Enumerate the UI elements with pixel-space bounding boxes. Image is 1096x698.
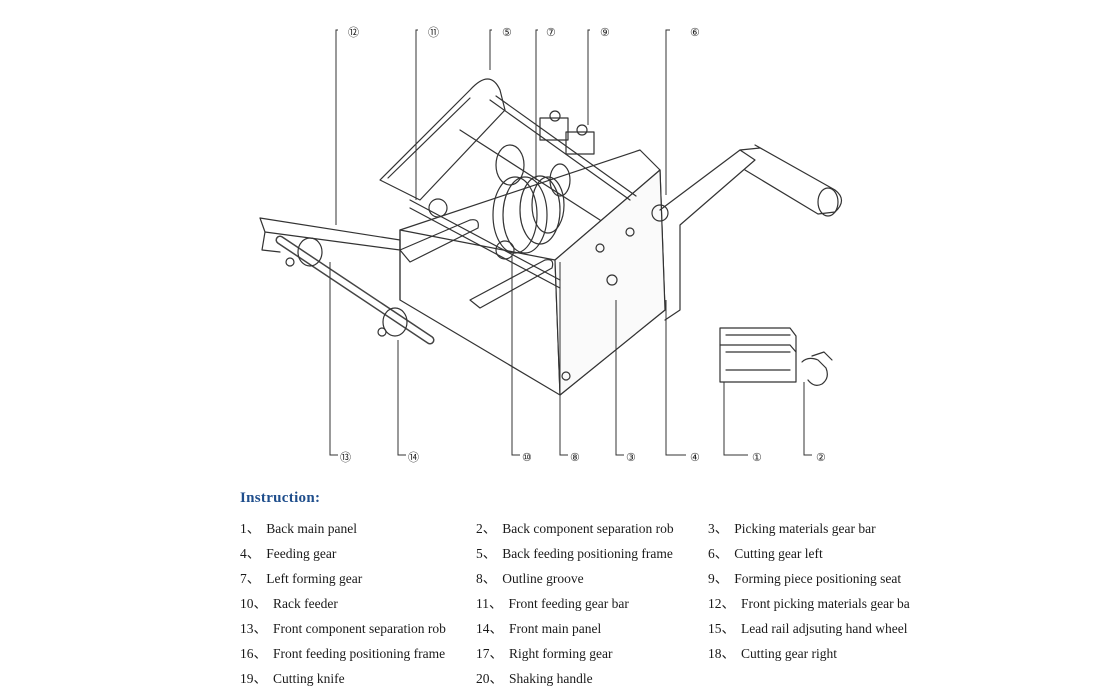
instruction-item-number: 5、 [476, 546, 497, 561]
instruction-item-text: Front feeding positioning frame [273, 646, 446, 661]
gear-cluster [492, 144, 571, 254]
cutting-knife [719, 327, 797, 383]
callout-1: ① [752, 452, 762, 464]
instruction-item-text: Lead rail adjsuting hand wheel [741, 621, 908, 636]
instruction-item: 18、 Cutting gear right [708, 646, 918, 662]
callout-2: ② [816, 452, 826, 464]
instruction-item-number: 9、 [708, 571, 729, 586]
shaking-handle [659, 149, 756, 321]
instruction-item: 7、 Left forming gear [240, 571, 362, 587]
callout-14: ⑭ [408, 451, 419, 464]
instruction-item: 20、 Shaking handle [476, 671, 593, 687]
instruction-item-text: Right forming gear [509, 646, 613, 661]
instruction-item-text: Front component separation rob [273, 621, 446, 636]
instruction-item: 3、 Picking materials gear bar [708, 521, 918, 537]
instruction-item-number: 13、 [240, 621, 267, 636]
callout-3: ③ [626, 452, 636, 464]
instruction-item: 14、 Front main panel [476, 621, 601, 637]
instruction-item-text: Shaking handle [509, 671, 593, 686]
callout-8: ⑧ [570, 452, 580, 464]
instruction-item-text: Picking materials gear bar [734, 521, 876, 536]
instruction-item-number: 15、 [708, 621, 735, 636]
callout-5: ⑤ [502, 27, 512, 39]
callout-11: ⑪ [428, 26, 439, 39]
instruction-item-text: Left forming gear [266, 571, 363, 586]
callout-12: ⑫ [348, 26, 359, 39]
instruction-item-number: 8、 [476, 571, 497, 586]
instruction-item-number: 2、 [476, 521, 497, 536]
instruction-item: 12、 Front picking materials gear ba [708, 596, 918, 612]
instruction-item-text: Back feeding positioning frame [502, 546, 673, 561]
instruction-item-text: Feeding gear [266, 546, 337, 561]
instruction-title: Instruction: [240, 490, 321, 506]
instruction-item-number: 16、 [240, 646, 267, 661]
instruction-item-text: Forming piece positioning seat [734, 571, 902, 586]
instruction-item-text: Back main panel [266, 521, 357, 536]
instruction-item-text: Rack feeder [273, 596, 338, 611]
instruction-item: 11、 Front feeding gear bar [476, 596, 629, 612]
instruction-item-number: 4、 [240, 546, 261, 561]
instruction-item-number: 3、 [708, 521, 729, 536]
instruction-item-number: 6、 [708, 546, 729, 561]
instruction-item: 8、 Outline groove [476, 571, 584, 587]
instruction-item: 4、 Feeding gear [240, 546, 336, 562]
instruction-item-number: 1、 [240, 521, 261, 536]
instruction-item: 9、 Forming piece positioning seat [708, 571, 918, 587]
callout-4: ④ [690, 452, 700, 464]
instruction-item-number: 10、 [240, 596, 267, 611]
instruction-item-text: Cutting knife [273, 671, 345, 686]
instruction-item-text: Cutting gear right [741, 646, 837, 661]
callout-9: ⑨ [600, 27, 610, 39]
instruction-item: 13、 Front component separation rob [240, 621, 446, 637]
callout-7: ⑦ [546, 27, 556, 39]
instruction-item-number: 18、 [708, 646, 735, 661]
instruction-item-number: 19、 [240, 671, 267, 686]
instruction-item: 15、 Lead rail adjsuting hand wheel [708, 621, 918, 637]
instruction-item-number: 7、 [240, 571, 261, 586]
instruction-item-number: 11、 [476, 596, 503, 611]
callout-13: ⑬ [340, 451, 351, 464]
callout-6: ⑥ [690, 27, 700, 39]
instruction-item: 2、 Back component separation rob [476, 521, 674, 537]
component-separation-piece [801, 351, 833, 386]
instruction-item: 5、 Back feeding positioning frame [476, 546, 673, 562]
front-main-panel [554, 169, 666, 396]
instruction-item: 6、 Cutting gear left [708, 546, 918, 562]
instruction-item-text: Front feeding gear bar [508, 596, 629, 611]
callout-10: ⑩ [522, 452, 532, 464]
instruction-item-text: Cutting gear left [734, 546, 823, 561]
instruction-item-number: 14、 [476, 621, 503, 636]
instruction-item: 19、 Cutting knife [240, 671, 345, 687]
instruction-item-text: Outline groove [502, 571, 584, 586]
instruction-item-number: 17、 [476, 646, 503, 661]
instruction-item: 16、 Front feeding positioning frame [240, 646, 445, 662]
instruction-item: 17、 Right forming gear [476, 646, 612, 662]
instruction-item-text: Front picking materials gear ba [741, 596, 910, 611]
machine-diagram: ⑫ ⑪ ⑤ ⑦ ⑨ ⑥ ⑬ ⑭ ⑩ ⑧ ③ ④ ① ② [259, 26, 843, 464]
instruction-item-number: 20、 [476, 671, 503, 686]
instruction-item: 1、 Back main panel [240, 521, 357, 537]
instruction-item-number: 12、 [708, 596, 735, 611]
instruction-item-text: Front main panel [509, 621, 602, 636]
instruction-item: 10、 Rack feeder [240, 596, 338, 612]
instruction-item-text: Back component separation rob [502, 521, 674, 536]
back-main-panel [379, 78, 506, 201]
